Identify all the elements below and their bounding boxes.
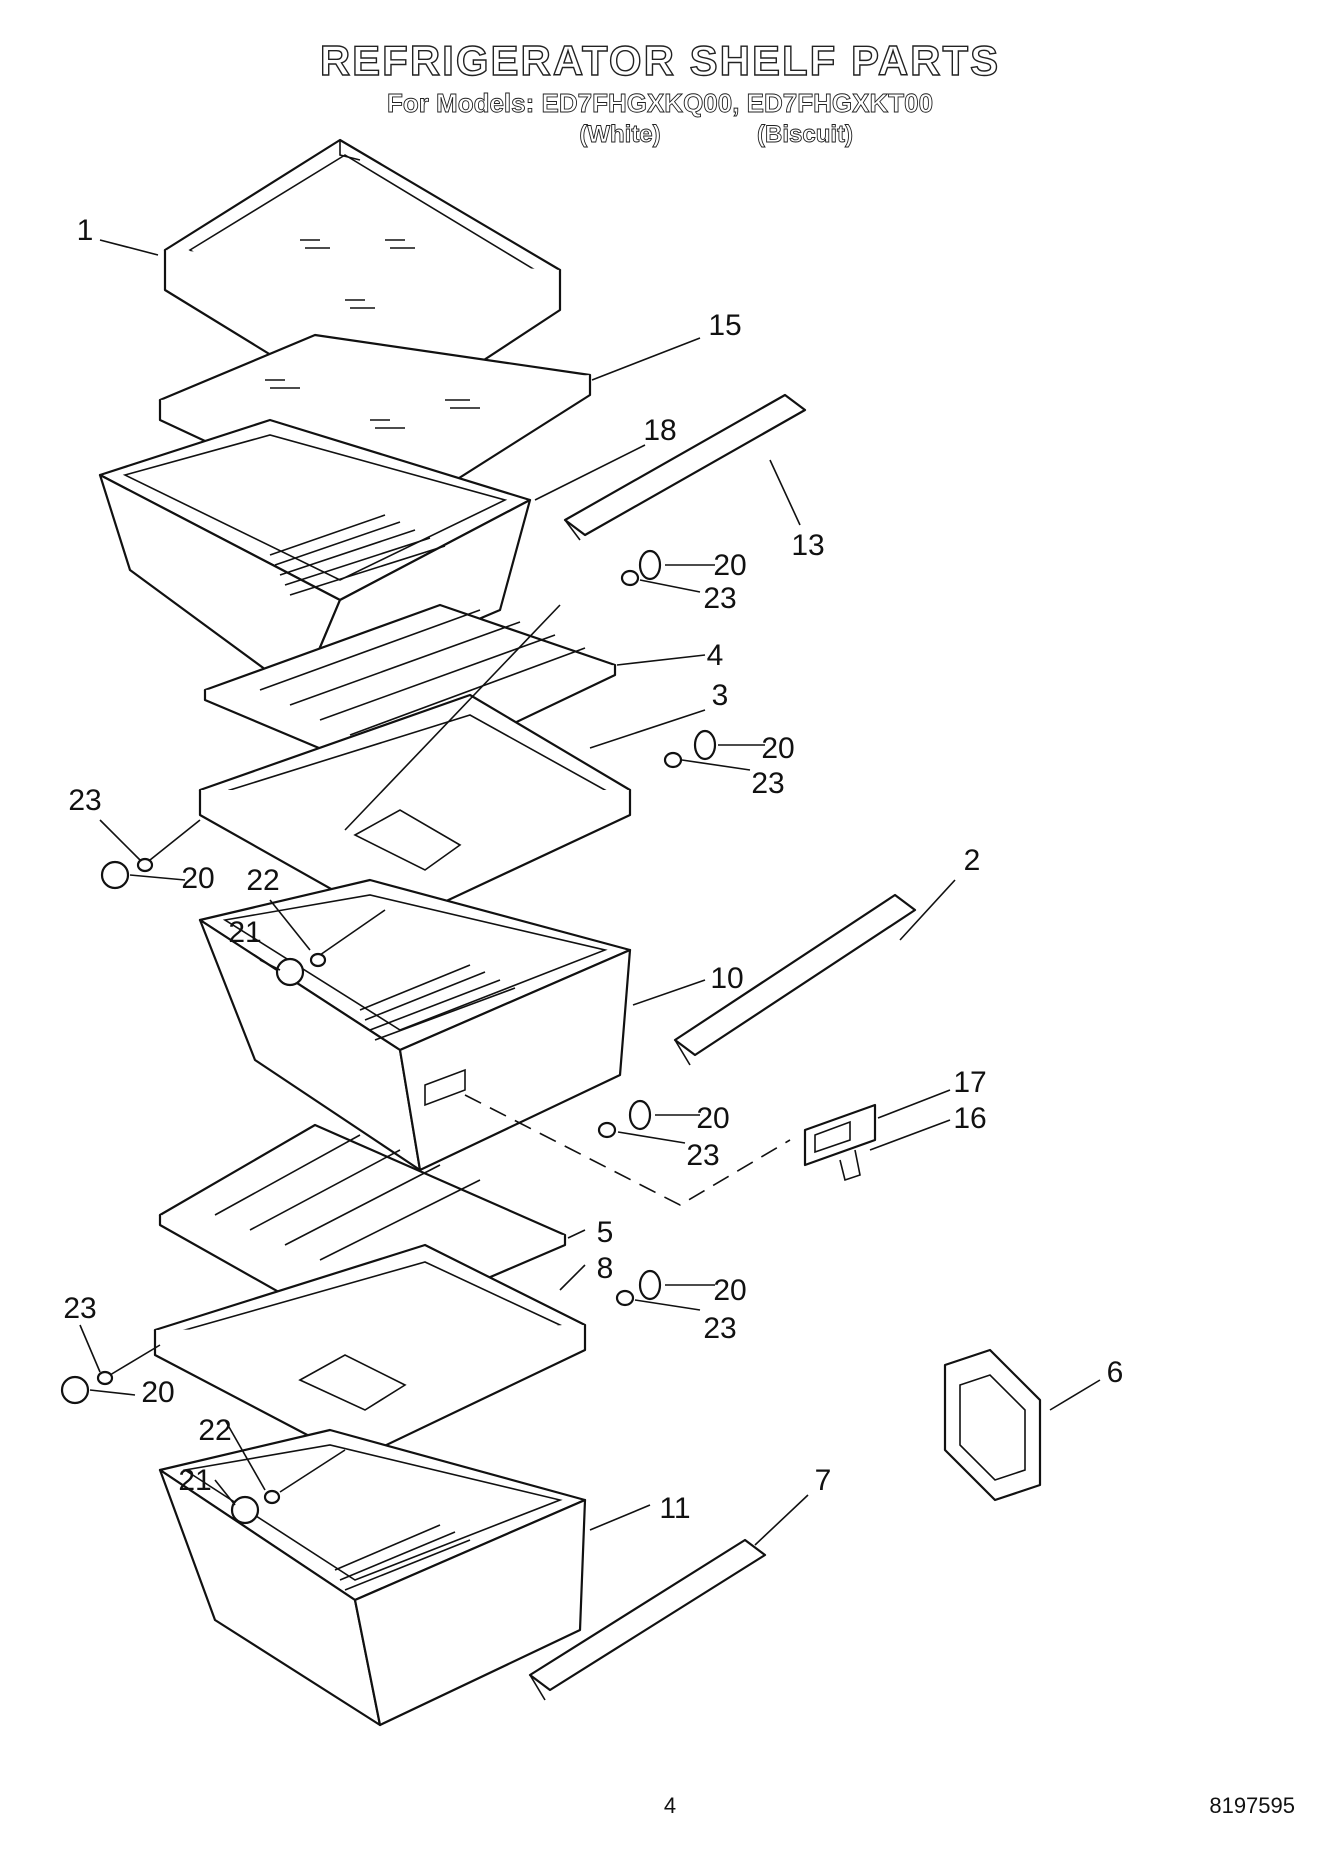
callout-10: 10 bbox=[710, 962, 743, 995]
callout-7: 7 bbox=[815, 1464, 832, 1497]
callout-20a: 20 bbox=[713, 549, 746, 582]
part-10-middle-crisper-drawer bbox=[198, 878, 632, 1172]
roller-hardware bbox=[60, 549, 717, 1525]
callout-15: 15 bbox=[708, 309, 741, 342]
leader-lines bbox=[79, 239, 1101, 1546]
callout-1: 1 bbox=[77, 214, 94, 247]
document-number: 8197595 bbox=[1209, 1793, 1295, 1818]
callout-23f: 23 bbox=[63, 1292, 96, 1325]
models-line: For Models: ED7FHGXKQ00, ED7FHGXKT00 bbox=[387, 88, 933, 118]
callout-17: 17 bbox=[953, 1066, 986, 1099]
callout-23b: 23 bbox=[751, 767, 784, 800]
callout-8: 8 bbox=[597, 1252, 614, 1285]
callout-20f: 20 bbox=[141, 1376, 174, 1409]
callout-20e: 20 bbox=[713, 1274, 746, 1307]
callout-21b: 21 bbox=[178, 1464, 211, 1497]
callout-23c: 23 bbox=[68, 784, 101, 817]
part-11-lower-crisper-drawer bbox=[158, 1428, 587, 1727]
callout-20b: 20 bbox=[761, 732, 794, 765]
callout-5: 5 bbox=[597, 1216, 614, 1249]
variant-white-label: (White) bbox=[579, 121, 660, 148]
callout-23e: 23 bbox=[703, 1312, 736, 1345]
part-7-trim-rod bbox=[528, 1538, 767, 1701]
callout-13: 13 bbox=[791, 529, 824, 562]
callout-3: 3 bbox=[712, 679, 729, 712]
callout-4: 4 bbox=[707, 639, 724, 672]
page-title: REFRIGERATOR SHELF PARTS bbox=[320, 37, 1000, 84]
part-13-trim-rod bbox=[563, 393, 807, 541]
callout-6: 6 bbox=[1107, 1356, 1124, 1389]
callout-20d: 20 bbox=[696, 1102, 729, 1135]
callout-22a: 22 bbox=[246, 864, 279, 897]
callout-2: 2 bbox=[964, 844, 981, 877]
callout-numbers: 1 15 18 13 20 23 4 3 20 23 23 20 22 21 2… bbox=[63, 214, 1123, 1525]
page-number: 4 bbox=[664, 1793, 676, 1818]
callout-16: 16 bbox=[953, 1102, 986, 1135]
part-6-nameplate bbox=[943, 1348, 1042, 1502]
callout-11: 11 bbox=[659, 1492, 690, 1525]
callout-23d: 23 bbox=[686, 1139, 719, 1172]
callout-20c: 20 bbox=[181, 862, 214, 895]
part-16-17-humidity-control bbox=[803, 1103, 877, 1182]
callout-23a: 23 bbox=[703, 582, 736, 615]
variant-biscuit-label: (Biscuit) bbox=[757, 121, 853, 148]
callout-18: 18 bbox=[643, 414, 676, 447]
callout-22b: 22 bbox=[198, 1414, 231, 1447]
callout-21a: 21 bbox=[228, 916, 261, 949]
part-2-trim-rod bbox=[673, 893, 917, 1066]
